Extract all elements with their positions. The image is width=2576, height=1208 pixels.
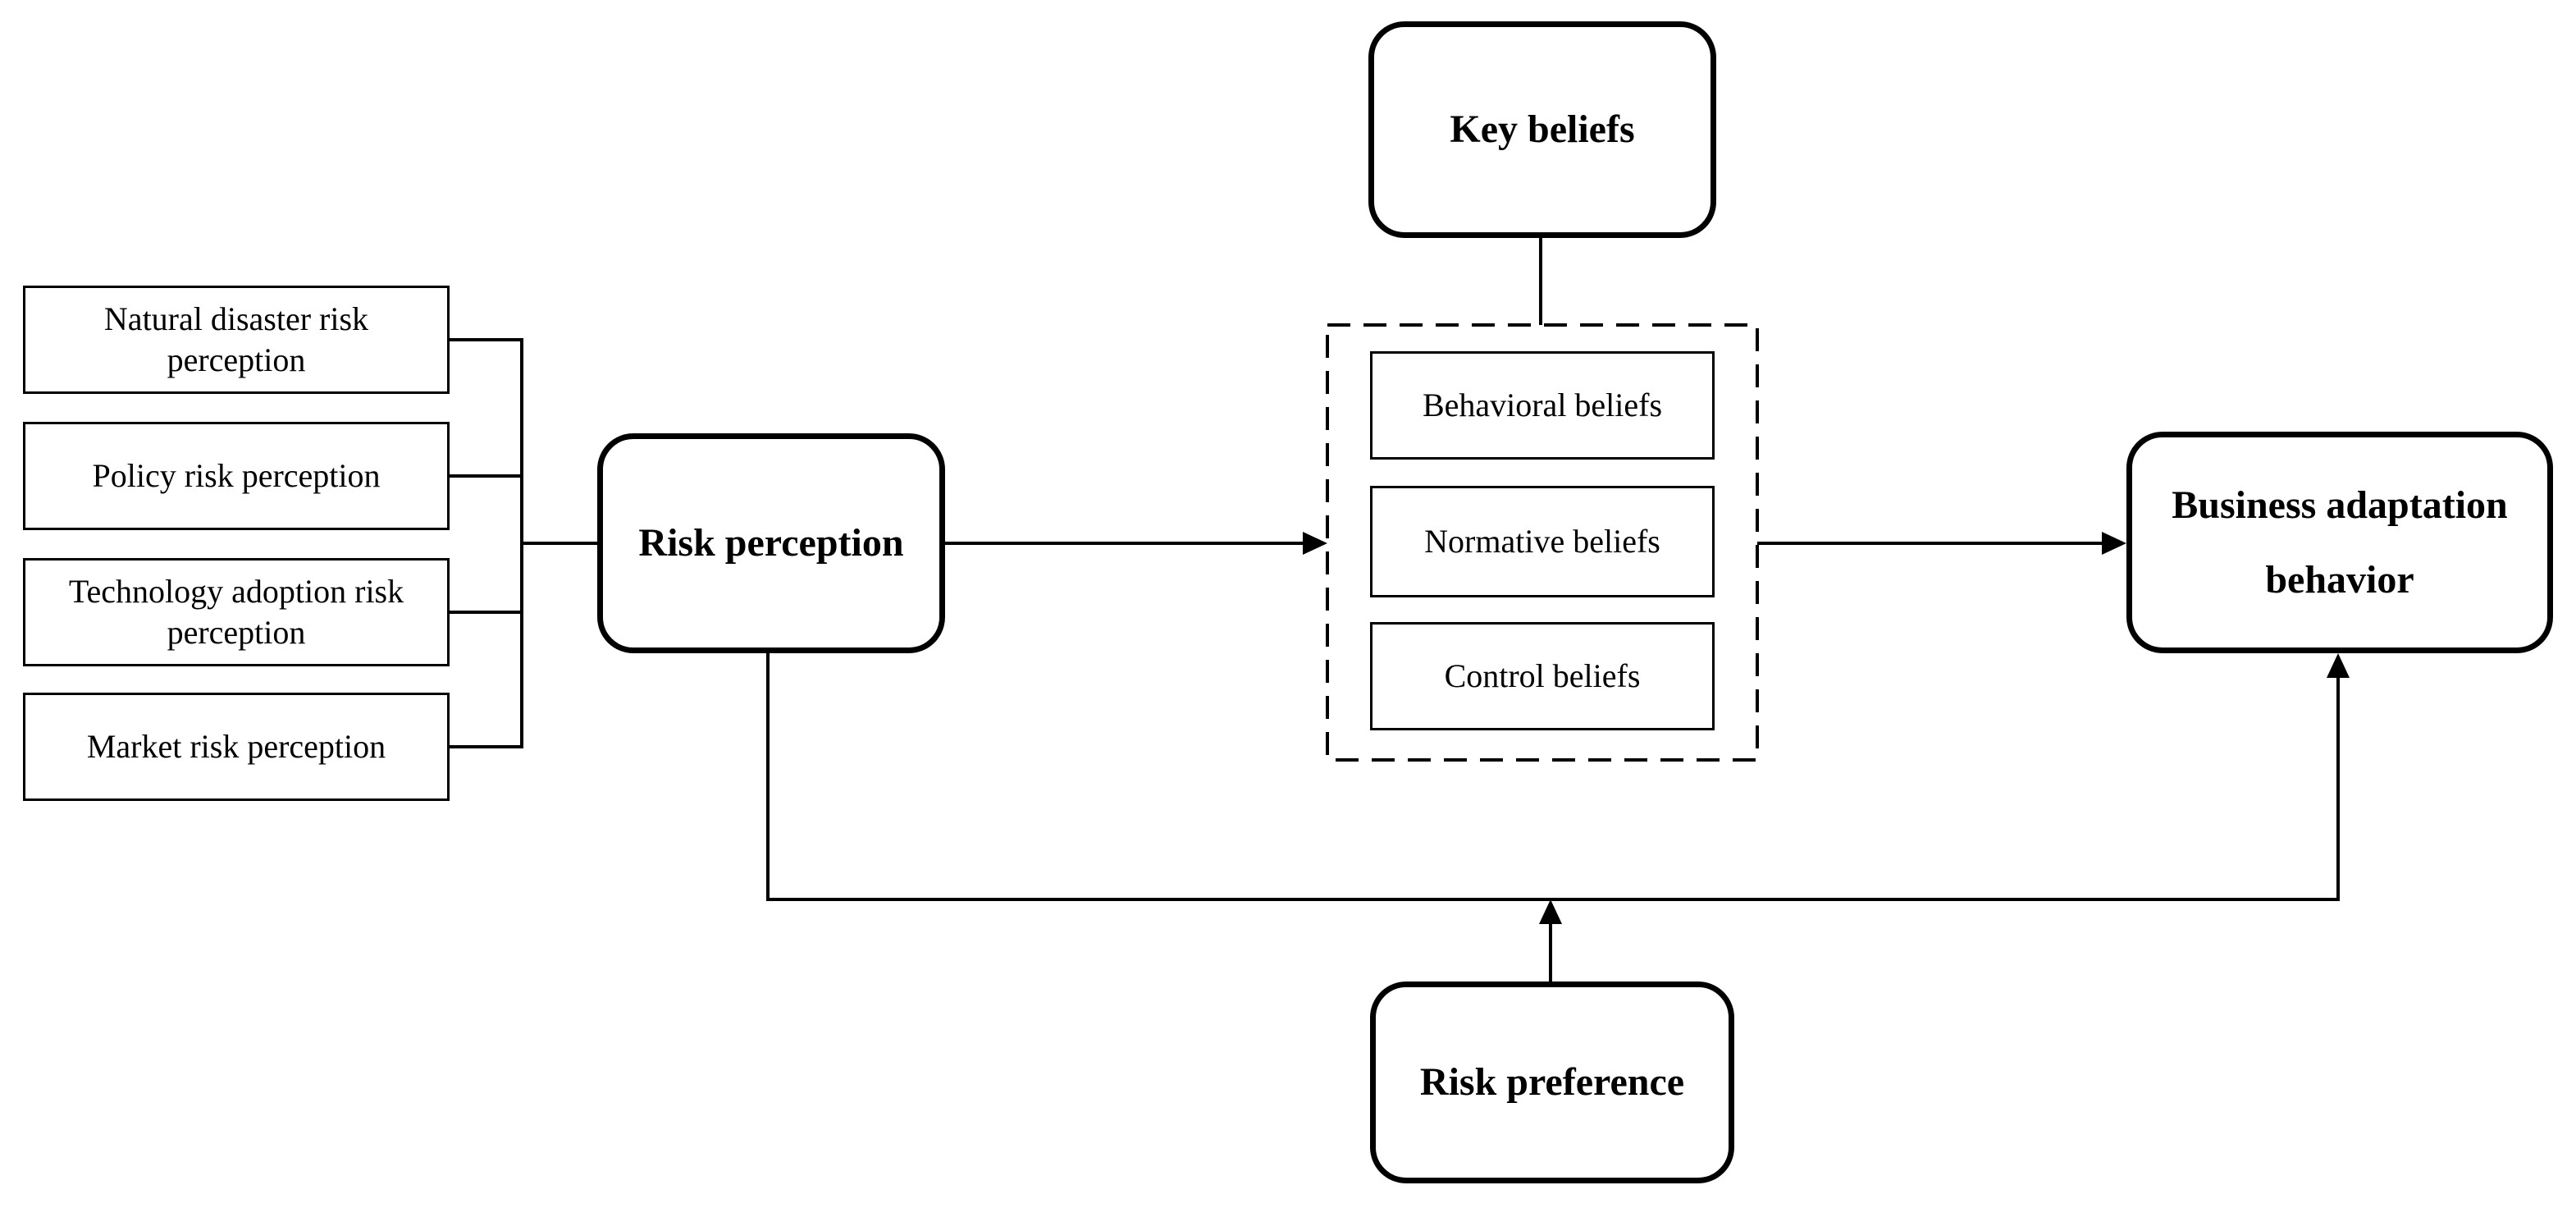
key-beliefs-node: Key beliefs	[1368, 21, 1716, 238]
behavioral-beliefs-node: Behavioral beliefs	[1370, 351, 1715, 460]
arrowhead-to-outcome	[2102, 532, 2126, 555]
moderation-path	[766, 653, 2340, 901]
factor-natural-disaster-risk-perception: Natural disaster risk perception	[23, 286, 450, 394]
business-adaptation-behavior-node: Business adaptation behavior	[2126, 432, 2553, 653]
factor-technology-adoption-risk-perception: Technology adoption risk perception	[23, 558, 450, 666]
risk-preference-node: Risk preference	[1370, 982, 1734, 1183]
arrowhead-to-beliefs	[1303, 532, 1327, 555]
factor-connectors	[450, 338, 597, 748]
arrowhead-up-to-outcome	[2327, 653, 2350, 678]
risk-perception-node: Risk perception	[597, 433, 945, 653]
factor-market-risk-perception: Market risk perception	[23, 693, 450, 801]
factor-policy-risk-perception: Policy risk perception	[23, 422, 450, 530]
arrowhead-up-to-path	[1539, 899, 1562, 924]
control-beliefs-node: Control beliefs	[1370, 622, 1715, 730]
normative-beliefs-node: Normative beliefs	[1370, 486, 1715, 597]
